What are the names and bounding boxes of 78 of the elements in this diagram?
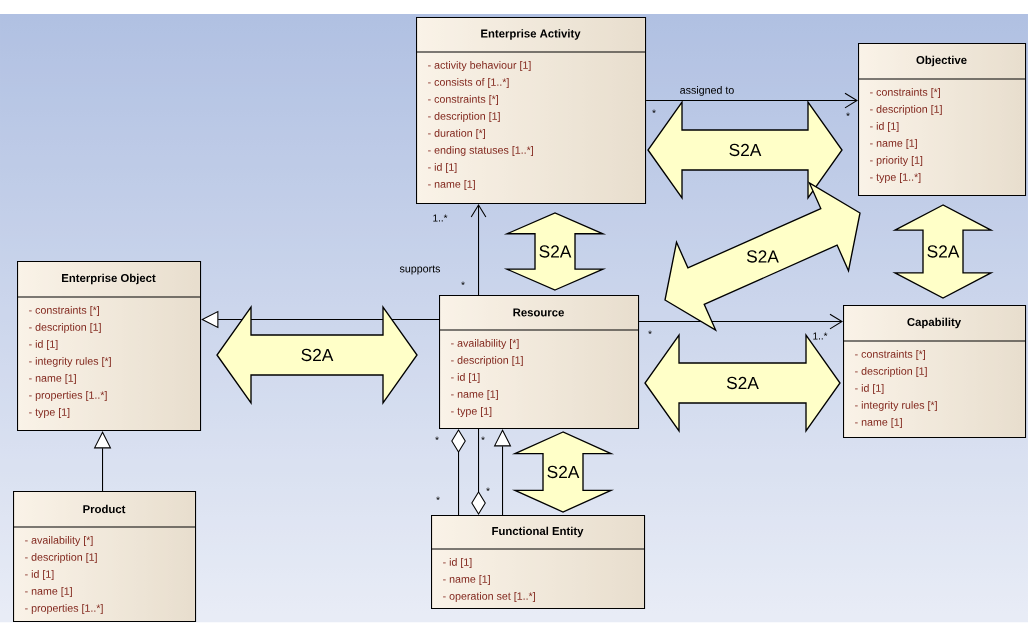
edge-label: S2A xyxy=(925,244,961,259)
aggregation-line xyxy=(471,428,486,515)
attribute-text: - id [1] xyxy=(443,558,472,568)
attribute-text: - id [1] xyxy=(25,570,54,580)
multiplicity-label: * xyxy=(481,436,485,441)
class-box xyxy=(842,305,1027,439)
class-box xyxy=(16,261,202,432)
attribute-text: - properties [1..*] xyxy=(25,604,103,614)
attribute-text: - name [1] xyxy=(443,575,490,585)
multiplicity-label: * xyxy=(648,330,652,335)
association-arrow xyxy=(470,204,487,296)
attribute-text: - priority [1] xyxy=(870,156,923,166)
attribute-text: - id [1] xyxy=(428,163,457,173)
class-name: Objective xyxy=(916,55,967,67)
edge-label: supports xyxy=(399,265,441,275)
attribute-text: - description [1] xyxy=(29,323,101,333)
class-box xyxy=(438,295,640,430)
block-arrow xyxy=(216,304,418,406)
attribute-text: - type [1] xyxy=(29,408,70,418)
attribute-text: - constraints [*] xyxy=(855,350,925,360)
attribute-text: - id [1] xyxy=(870,122,899,132)
block-arrow xyxy=(892,204,994,299)
multiplicity-label: * xyxy=(486,487,490,492)
class-name: Enterprise Activity xyxy=(481,29,581,40)
attribute-text: - description [1] xyxy=(870,105,942,115)
attribute-text: - availability [*] xyxy=(25,536,93,546)
aggregation-line xyxy=(451,429,466,516)
attribute-text: - description [1] xyxy=(451,356,523,366)
attribute-text: - description [1] xyxy=(428,112,500,122)
multiplicity-label: * xyxy=(435,436,439,441)
edge-label: S2A xyxy=(744,249,781,264)
block-arrow xyxy=(647,99,843,201)
attribute-text: - type [1] xyxy=(451,407,492,417)
attribute-text: - ending statuses [1..*] xyxy=(428,146,533,156)
class-name: Capability xyxy=(907,317,962,329)
attribute-text: - operation set [1..*] xyxy=(443,592,535,602)
attribute-text: - type [1..*] xyxy=(870,173,921,183)
attribute-text: - name [1] xyxy=(870,139,917,149)
attribute-text: - integrity rules [*] xyxy=(855,401,937,411)
multiplicity-label: * xyxy=(461,281,465,286)
attribute-text: - id [1] xyxy=(855,384,884,394)
class-box xyxy=(430,515,646,610)
attribute-text: - name [1] xyxy=(25,587,72,597)
class-name: Resource xyxy=(513,308,564,317)
attribute-text: - availability [*] xyxy=(451,339,519,349)
attribute-text: - id [1] xyxy=(29,340,58,350)
attribute-text: - duration [*] xyxy=(428,129,485,139)
association-arrow xyxy=(645,92,858,109)
attribute-text: - description [1] xyxy=(855,367,927,377)
multiplicity-label: 1..* xyxy=(433,214,448,222)
attribute-text: - id [1] xyxy=(451,373,480,383)
attribute-text: - properties [1..*] xyxy=(29,391,107,401)
class-box xyxy=(415,17,647,205)
attribute-text: - integrity rules [*] xyxy=(29,357,111,367)
multiplicity-label: * xyxy=(436,496,440,501)
attribute-text: - name [1] xyxy=(428,180,475,190)
class-name: Functional Entity xyxy=(492,526,584,538)
class-box xyxy=(857,43,1027,197)
class-name: Enterprise Object xyxy=(62,273,156,285)
association-arrow xyxy=(638,313,843,330)
attribute-text: - name [1] xyxy=(29,374,76,384)
attribute-text: - constraints [*] xyxy=(428,95,498,105)
edge-label: assigned to xyxy=(680,86,734,96)
attribute-text: - constraints [*] xyxy=(870,88,940,98)
block-arrow xyxy=(664,181,861,332)
multiplicity-label: 1..* xyxy=(813,332,828,340)
block-arrow xyxy=(644,332,841,434)
edge-label: S2A xyxy=(537,244,573,259)
attribute-text: - name [1] xyxy=(451,390,498,400)
attribute-text: - constraints [*] xyxy=(29,306,99,316)
attribute-text: - activity behaviour [1] xyxy=(428,61,531,71)
attribute-text: - name [1] xyxy=(855,418,902,428)
block-arrow xyxy=(511,431,615,513)
class-name: Product xyxy=(83,504,126,514)
attribute-text: - consists of [1..*] xyxy=(428,78,509,88)
multiplicity-label: * xyxy=(652,109,656,114)
attribute-text: - description [1] xyxy=(25,553,97,563)
class-box xyxy=(12,491,197,623)
